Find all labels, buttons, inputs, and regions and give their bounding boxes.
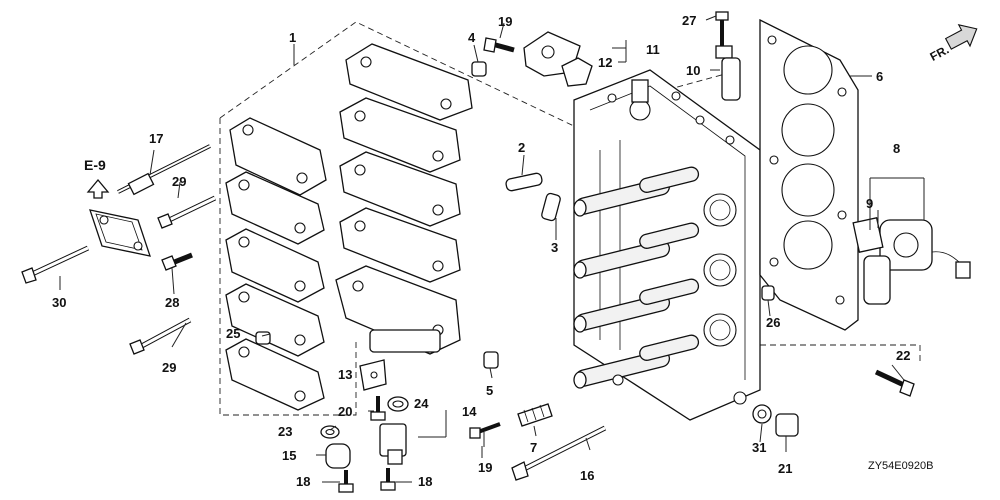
callout-13: 13 — [338, 367, 352, 382]
reference-arrow — [86, 178, 110, 199]
callout-31: 31 — [752, 440, 766, 455]
callout-27: 27 — [682, 13, 696, 28]
callout-24: 24 — [414, 396, 429, 411]
callout-26: 26 — [766, 315, 780, 330]
callout-19-bottom: 19 — [478, 460, 492, 475]
callout-28: 28 — [165, 295, 179, 310]
camshaft-holders-middle — [335, 43, 473, 355]
top-small-parts — [471, 11, 775, 369]
callout-16: 16 — [580, 468, 594, 483]
callout-7: 7 — [530, 440, 537, 455]
callout-labels: 1 2 3 4 5 6 7 8 9 10 11 12 13 14 15 16 1… — [52, 13, 910, 489]
callout-12: 12 — [598, 55, 612, 70]
front-label: FR. — [928, 42, 952, 63]
callout-23: 23 — [278, 424, 292, 439]
callout-14: 14 — [462, 404, 477, 419]
bracket-plate — [89, 209, 151, 257]
reference-label: E-9 — [84, 157, 106, 173]
callout-5: 5 — [486, 383, 493, 398]
front-arrow: FR. — [928, 24, 978, 64]
callout-11: 11 — [646, 42, 660, 57]
callout-29-lower: 29 — [162, 360, 176, 375]
diagram-code: ZY54E0920B — [868, 460, 933, 472]
leader-lines — [59, 15, 925, 483]
callout-17: 17 — [149, 131, 163, 146]
head-gasket — [759, 18, 859, 331]
callout-9: 9 — [866, 196, 873, 211]
callout-3: 3 — [551, 240, 558, 255]
bolt-29-lower — [129, 317, 192, 355]
callout-2: 2 — [518, 140, 525, 155]
bolt-28 — [161, 252, 193, 271]
cylinder-head — [573, 69, 761, 421]
callout-21: 21 — [778, 461, 792, 476]
camshaft-holders-left — [225, 117, 327, 411]
callout-22: 22 — [896, 348, 910, 363]
callout-18-right: 18 — [418, 474, 432, 489]
callout-19-top: 19 — [498, 14, 512, 29]
stud-bolt-17 — [117, 144, 211, 196]
bolt-30 — [21, 245, 90, 284]
callout-30: 30 — [52, 295, 66, 310]
callout-20: 20 — [338, 404, 352, 419]
bolt-29-upper — [157, 195, 217, 229]
callout-8: 8 — [893, 141, 900, 156]
callout-10: 10 — [686, 63, 700, 78]
callout-25: 25 — [226, 326, 240, 341]
callout-1: 1 — [289, 30, 296, 45]
callout-6: 6 — [876, 69, 883, 84]
callout-29-upper: 29 — [172, 174, 186, 189]
callout-15: 15 — [282, 448, 296, 463]
spool-valve-assembly — [852, 217, 971, 305]
callout-4: 4 — [468, 30, 476, 45]
bottom-small-parts — [255, 331, 915, 493]
callout-18-left: 18 — [296, 474, 310, 489]
